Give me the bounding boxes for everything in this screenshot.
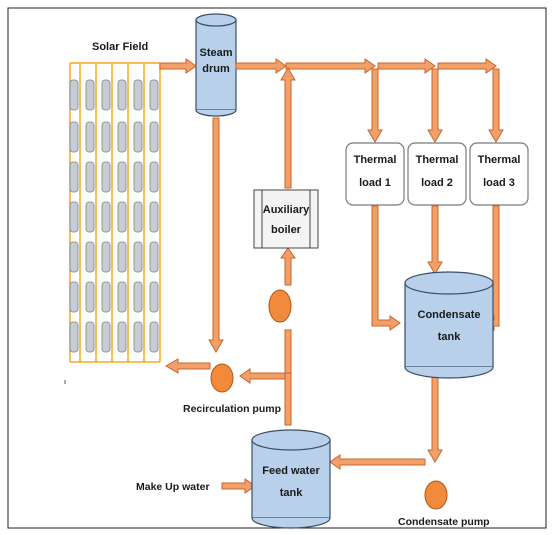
feed-water-tank-label-2: tank (280, 487, 304, 499)
solar-collector-tube (133, 201, 143, 233)
solar-collector-tube (85, 79, 95, 111)
pipe-header-3 (437, 58, 497, 74)
pipe-to-load-3 (488, 68, 504, 143)
solar-field-label: Solar Field (92, 41, 148, 53)
solar-collector-tube (85, 241, 95, 273)
aux-boiler-label-1: Auxiliary (263, 204, 310, 216)
pipe-condensate-to-pump (427, 371, 443, 463)
solar-collector-tube (101, 201, 111, 233)
pipe-pump-to-feedtank (329, 454, 426, 470)
auxiliary-pump (268, 289, 292, 323)
thermal-load-2-label-b: load 2 (421, 177, 453, 189)
thermal-load-3 (469, 142, 529, 206)
feed-water-tank (251, 429, 331, 529)
solar-collector-tube (117, 121, 127, 153)
solar-field (69, 62, 161, 363)
solar-collector-tube (133, 121, 143, 153)
solar-collector-tube (149, 281, 159, 313)
solar-collector-tube (149, 201, 159, 233)
solar-collector-tube (117, 321, 127, 353)
solar-collector-tube (85, 121, 95, 153)
solar-collector-tube (69, 281, 79, 313)
solar-collector-tube (85, 201, 95, 233)
solar-collector-tube (85, 281, 95, 313)
solar-collector-tube (69, 121, 79, 153)
condensate-tank (404, 271, 494, 379)
solar-collector-tube (117, 79, 127, 111)
thermal-load-2-label-a: Thermal (416, 154, 459, 166)
solar-collector-tube (69, 321, 79, 353)
solar-collector-tube (117, 161, 127, 193)
solar-collector-tube (101, 79, 111, 111)
condensate-pump-label: Condensate pump (398, 516, 490, 528)
solar-collector-tube (149, 121, 159, 153)
condensate-tank-label-1: Condensate (418, 309, 481, 321)
pipe-recirc-to-field (165, 358, 211, 374)
recirculation-pump (210, 363, 234, 393)
solar-collector-tube (117, 241, 127, 273)
make-up-water-label: Make Up water (136, 481, 210, 493)
solar-collector-tube (69, 241, 79, 273)
pipe-drum-to-recirc (208, 117, 224, 353)
solar-collector-tube (149, 241, 159, 273)
pipe-load1-to-condensate (371, 205, 401, 331)
solar-collector-tube (101, 121, 111, 153)
steam-drum-label-2: drum (202, 63, 230, 75)
feed-water-tank-label-1: Feed water (262, 465, 320, 477)
solar-collector-tube (117, 281, 127, 313)
pipe-load2-to-condensate (427, 205, 443, 275)
pipe-boiler-to-header (280, 67, 296, 189)
thermal-load-1-label-b: load 1 (359, 177, 391, 189)
solar-collector-tube (149, 161, 159, 193)
condensate-tank-label-2: tank (438, 331, 462, 343)
solar-collector-tube (133, 281, 143, 313)
solar-collector-tube (149, 321, 159, 353)
pipe-network (159, 58, 504, 494)
thermal-load-3-label-a: Thermal (478, 154, 521, 166)
pipe-header-1 (285, 58, 376, 74)
solar-collector-array (69, 62, 161, 363)
pipe-to-load-1 (367, 68, 383, 143)
solar-collector-tube (117, 201, 127, 233)
solar-collector-tube (133, 79, 143, 111)
pipe-make-up-water (221, 478, 256, 494)
pipe-feedtank-riser (284, 372, 292, 426)
diagram-frame (7, 7, 547, 529)
condensate-pump (424, 480, 448, 510)
recirculation-pump-label: Recirculation pump (183, 403, 281, 415)
solar-collector-tube (133, 321, 143, 353)
pipe-header-2 (377, 58, 436, 74)
solar-collector-tube (69, 79, 79, 111)
steam-drum-label-1: Steam (199, 47, 232, 59)
solar-collector-tube (133, 241, 143, 273)
solar-collector-tube (101, 281, 111, 313)
auxiliary-boiler (253, 189, 319, 249)
pipe-to-load-2 (427, 68, 443, 143)
solar-collector-tube (85, 321, 95, 353)
thermal-load-1 (345, 142, 405, 206)
solar-collector-tube (101, 241, 111, 273)
solar-collector-tube (101, 161, 111, 193)
pipe-drum-to-header (235, 58, 287, 74)
pipe-solar-to-drum (159, 58, 197, 74)
pipe-riser-to-recirc (239, 368, 286, 384)
solar-collector-tube (69, 201, 79, 233)
thermal-load-1-label-a: Thermal (354, 154, 397, 166)
solar-collector-tube (149, 79, 159, 111)
thermal-load-2 (407, 142, 467, 206)
thermal-load-3-label-b: load 3 (483, 177, 515, 189)
pipe-riser-to-aux-pump (284, 329, 292, 374)
pipe-pump-to-boiler (280, 247, 296, 286)
solar-collector-tube (101, 321, 111, 353)
solar-collector-tube (69, 161, 79, 193)
solar-collector-tube (133, 161, 143, 193)
aux-boiler-label-2: boiler (271, 224, 302, 236)
solar-collector-tube (85, 161, 95, 193)
